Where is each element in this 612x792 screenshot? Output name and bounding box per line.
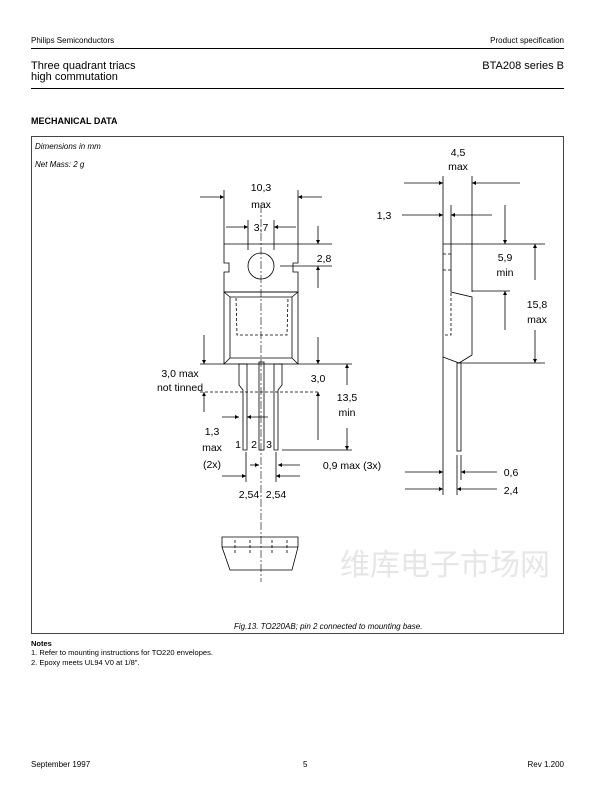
net-mass: Net Mass: 2 g — [35, 160, 85, 169]
dim-tab: 1,3 — [377, 210, 392, 222]
dim-lead-thk: 0,9 max (3x) — [323, 460, 381, 472]
dim-lead-w-count: (2x) — [203, 459, 221, 471]
lead-1 — [238, 363, 248, 451]
lead-2 — [258, 361, 265, 451]
dim-hole-pos: 2,8 — [317, 253, 332, 265]
note-1: 1. Refer to mounting instructions for TO… — [31, 648, 213, 657]
footer-page: 5 — [303, 760, 308, 769]
dim-not-tinned-sub: not tinned — [157, 382, 203, 394]
header-company: Philips Semiconductors — [31, 36, 115, 45]
side-view-package — [402, 176, 545, 495]
header-part: BTA208 series B — [482, 60, 564, 72]
dim-lead-w: 1,3 — [205, 426, 220, 438]
dim-pitch-1: 2,54 — [239, 489, 260, 501]
notes-title: Notes — [31, 639, 52, 648]
footer-revision: Rev 1.200 — [527, 760, 564, 769]
note-2: 2. Epoxy meets UL94 V0 at 1/8". — [31, 658, 140, 667]
dim-not-tinned: 3,0 max — [161, 368, 199, 380]
section-title: MECHANICAL DATA — [31, 116, 118, 126]
front-view-package — [200, 190, 352, 520]
dim-lead-w-sub: max — [202, 442, 223, 454]
header-rule — [31, 48, 564, 49]
header-doc-type: Product specification — [490, 36, 564, 45]
dim-width: 10,3 — [251, 182, 272, 194]
figure-box — [31, 136, 564, 634]
dim-tab-len: 5,9 — [498, 252, 513, 264]
watermark: 维库电子市场网 — [340, 548, 550, 583]
dim-body-sub: max — [527, 314, 548, 326]
header-title-line2: high commutation — [31, 71, 118, 83]
dim-lead-len: 3,0 — [311, 373, 326, 385]
title-rule — [31, 88, 564, 89]
dim-thick-sub: max — [448, 161, 469, 173]
dim-lead-off: 2,4 — [504, 485, 519, 497]
dim-width-sub: max — [251, 199, 272, 211]
dim-lead-min: 13,5 — [337, 392, 358, 404]
bottom-view-package — [221, 522, 299, 582]
dim-lead-min-sub: min — [339, 407, 356, 419]
dim-body: 15,8 — [527, 299, 548, 311]
footer-date: September 1997 — [31, 760, 91, 769]
dim-tab-len-sub: min — [497, 267, 514, 279]
dim-pitch-2: 2,54 — [266, 489, 287, 501]
pin-3-label: 3 — [266, 439, 272, 451]
pin-2-label: 2 — [251, 439, 257, 451]
header-title-line1: Three quadrant triacs — [31, 60, 136, 72]
side-lead — [456, 362, 462, 452]
lead-3 — [273, 363, 283, 451]
figure-caption: Fig.13. TO220AB; pin 2 connected to moun… — [234, 622, 423, 631]
pin-1-label: 1 — [235, 439, 241, 451]
dim-thick: 4,5 — [451, 147, 466, 159]
dim-hole: 3,7 — [254, 222, 269, 234]
dim-lead: 0,6 — [504, 467, 519, 479]
dimensions-note: Dimensions in mm — [35, 142, 101, 151]
